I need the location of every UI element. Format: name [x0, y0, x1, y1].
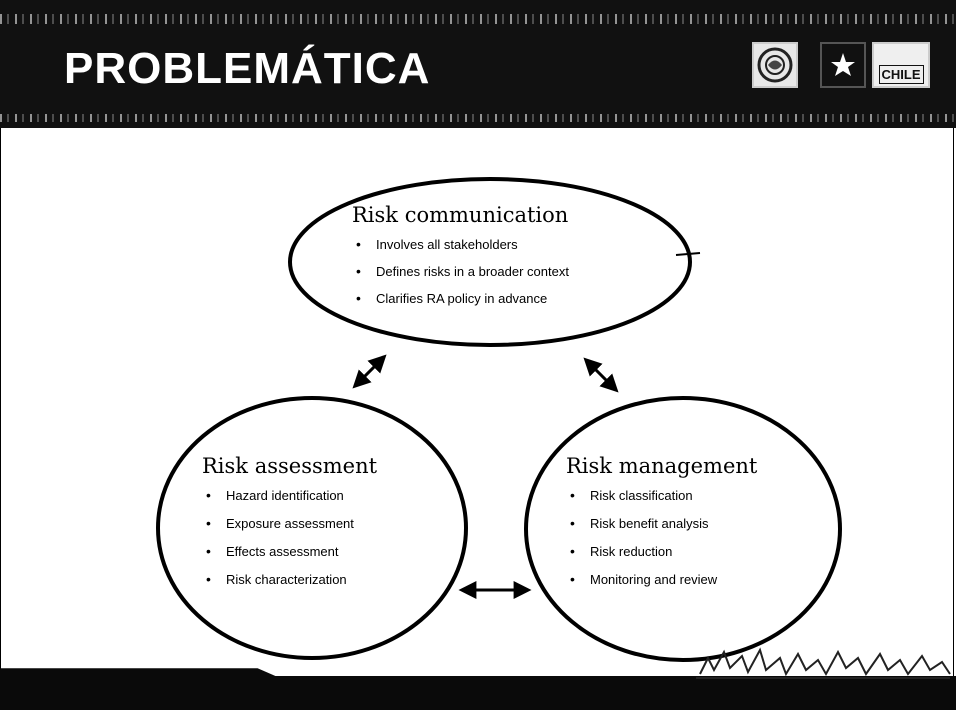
- footer-notch: [0, 668, 280, 678]
- risk-assessment-ellipse: [156, 396, 468, 660]
- list-item: Clarifies RA policy in advance: [352, 290, 569, 306]
- list-item: Hazard identification: [202, 487, 377, 503]
- risk-management-heading: Risk management: [566, 454, 758, 478]
- risk-assessment-box: Risk assessment Hazard identification Ex…: [202, 454, 377, 600]
- risk-management-ellipse: [524, 396, 842, 662]
- star-logo-icon: [820, 42, 866, 88]
- list-item: Exposure assessment: [202, 515, 377, 531]
- list-item: Risk characterization: [202, 571, 377, 587]
- arrow-communication-management: [583, 357, 619, 393]
- risk-assessment-list: Hazard identification Exposure assessmen…: [202, 487, 377, 587]
- scan-artifact-tick: [675, 252, 701, 256]
- page-title: PROBLEMÁTICA: [64, 44, 431, 93]
- risk-communication-heading: Risk communication: [352, 203, 569, 227]
- risk-management-list: Risk classification Risk benefit analysi…: [566, 487, 757, 587]
- chile-logo-text: CHILE: [878, 64, 924, 84]
- chile-government-logo-icon: CHILE: [872, 42, 930, 88]
- header-texture-bottom: [0, 114, 956, 122]
- university-seal-icon: [752, 42, 798, 88]
- list-item: Monitoring and review: [566, 571, 757, 587]
- list-item: Defines risks in a broader context: [352, 263, 569, 279]
- arrow-communication-assessment: [352, 354, 387, 389]
- list-item: Effects assessment: [202, 543, 377, 559]
- footer-band: [0, 676, 956, 710]
- risk-communication-ellipse: [288, 177, 692, 347]
- risk-communication-list: Involves all stakeholders Defines risks …: [352, 236, 569, 306]
- risk-assessment-heading: Risk assessment: [202, 454, 378, 478]
- list-item: Risk benefit analysis: [566, 515, 757, 531]
- header-band: PROBLEMÁTICA CHILE: [0, 0, 956, 128]
- risk-management-box: Risk management Risk classification Risk…: [566, 454, 757, 600]
- list-item: Risk classification: [566, 487, 757, 503]
- header-texture-top: [0, 14, 956, 24]
- list-item: Risk reduction: [566, 543, 757, 559]
- list-item: Involves all stakeholders: [352, 236, 569, 252]
- risk-communication-box: Risk communication Involves all stakehol…: [352, 203, 569, 318]
- footer-decoration-icon: [696, 647, 951, 679]
